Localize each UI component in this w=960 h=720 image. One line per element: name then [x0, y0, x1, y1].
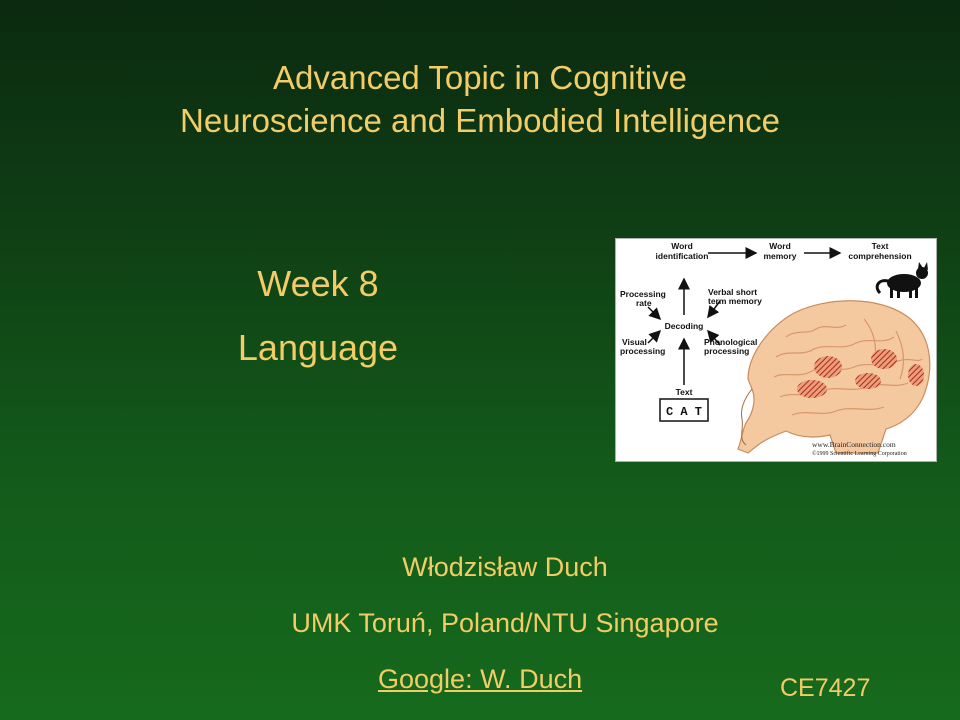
label-text: Text [676, 387, 693, 397]
credit-line-2: ©1999 Scientific Learning Corporation [812, 450, 907, 457]
label-text-comprehension-1: Text [872, 241, 889, 251]
label-processing-rate-2: rate [636, 298, 652, 308]
author-name: Włodzisław Duch [402, 552, 608, 582]
label-phonological-processing-2: processing [704, 346, 749, 356]
google-link[interactable]: Google: W. Duch [378, 664, 583, 694]
slide-title: Advanced Topic in Cognitive Neuroscience… [40, 56, 920, 142]
label-verbal-stm-1: Verbal short [708, 287, 757, 297]
head-profile [737, 300, 931, 454]
label-text-comprehension-2: comprehension [848, 251, 911, 261]
cat-icon [875, 262, 928, 298]
title-line-1: Advanced Topic in Cognitive [273, 59, 687, 96]
cat-word: C A T [666, 405, 702, 419]
title-line-2: Neuroscience and Embodied Intelligence [180, 102, 780, 139]
label-word-memory-2: memory [763, 251, 796, 261]
cat-word-box [659, 398, 709, 422]
topic-label: Language [237, 327, 399, 368]
label-visual-processing-2: processing [620, 346, 665, 356]
label-word-identification-2: identification [656, 251, 709, 261]
label-processing-rate-1: Processing [620, 289, 666, 299]
reading-process-figure: Word identification Word memory Text com… [615, 238, 937, 462]
course-code: CE7427 [780, 674, 871, 702]
brain-diagram: Word identification Word memory Text com… [620, 241, 931, 457]
label-word-memory-1: Word [769, 241, 791, 251]
label-word-identification-1: Word [671, 241, 693, 251]
flow-arrows [647, 247, 842, 385]
author-affiliation: UMK Toruń, Poland/NTU Singapore [291, 608, 719, 638]
label-visual-processing-1: Visual [622, 337, 647, 347]
week-label: Week 8 [257, 263, 379, 304]
credit-line-1: www.BrainConnection.com [812, 440, 896, 449]
label-phonological-processing-1: Phonological [704, 337, 757, 347]
label-decoding: Decoding [665, 321, 704, 331]
label-verbal-stm-2: term memory [708, 296, 762, 306]
